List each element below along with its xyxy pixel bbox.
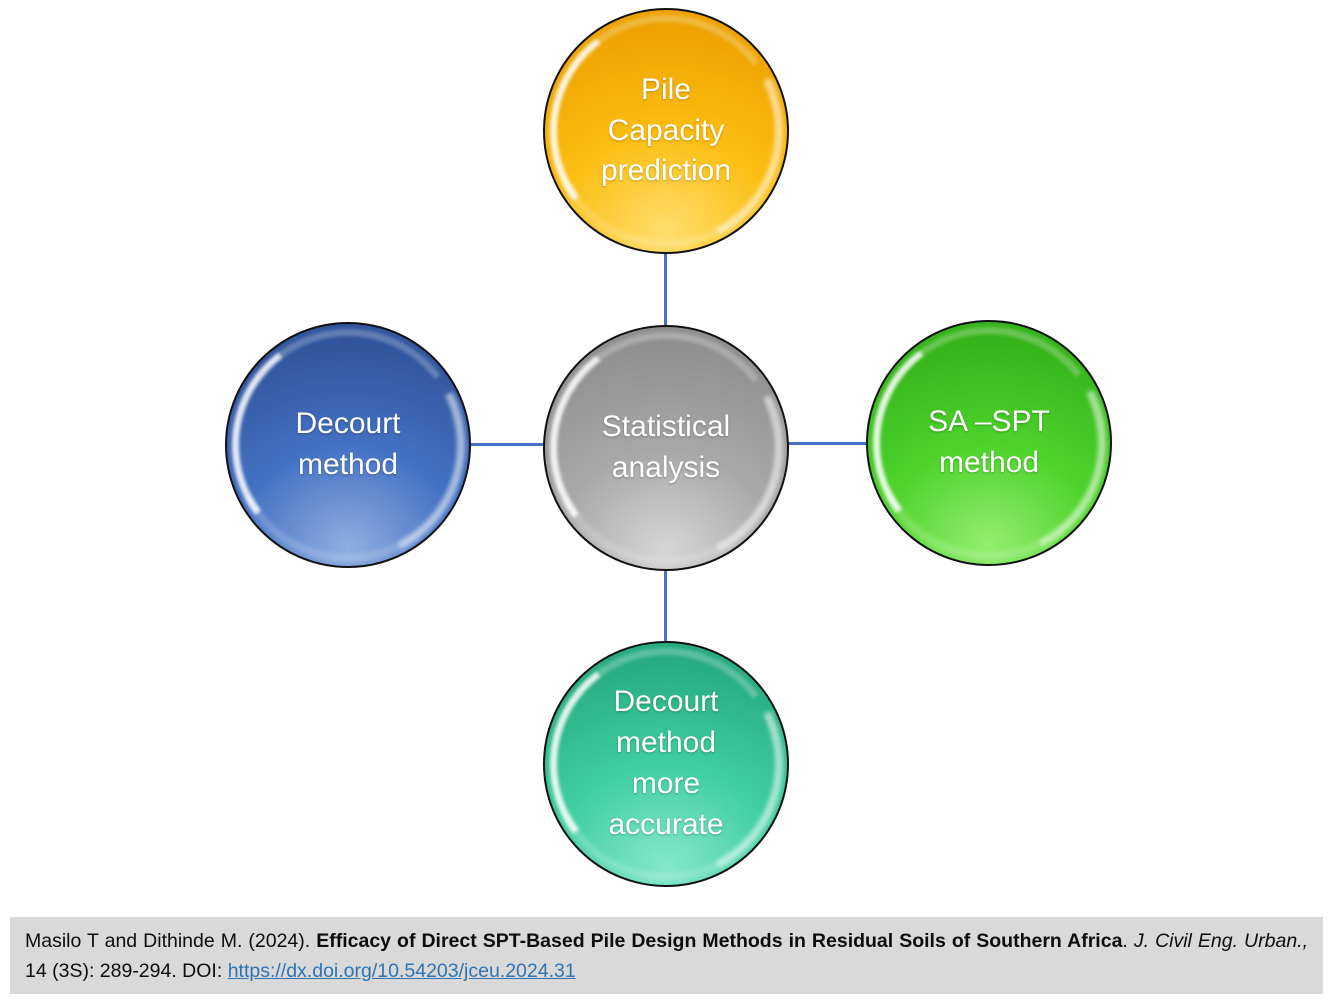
node-pile-capacity-prediction-label: Pile Capacity prediction — [600, 72, 732, 188]
connector-left-center — [467, 443, 547, 446]
node-decourt-method: Decourt method — [225, 322, 471, 568]
citation-bar: Masilo T and Dithinde M. (2024). Efficac… — [10, 917, 1323, 994]
citation-title: Efficacy of Direct SPT-Based Pile Design… — [316, 930, 1123, 952]
node-decourt-more-accurate: Decourt method more accurate — [543, 641, 789, 887]
node-statistical-analysis-label: Statistical analysis — [601, 410, 731, 484]
node-decourt-more-accurate-label: Decourt method more accurate — [608, 685, 724, 841]
citation-journal: J. Civil Eng. Urban., — [1133, 930, 1308, 952]
node-decourt-method-label: Decourt method — [295, 407, 401, 481]
node-sa-spt-method-label: SA –SPT method — [928, 405, 1050, 479]
connector-center-bottom — [664, 567, 667, 645]
node-statistical-analysis: Statistical analysis — [543, 325, 789, 571]
node-sa-spt-method: SA –SPT method — [866, 320, 1112, 566]
connector-center-right — [786, 442, 870, 445]
doi-link[interactable]: https://dx.doi.org/10.54203/jceu.2024.31 — [227, 960, 576, 983]
citation-authors: Masilo T and Dithinde M. (2024). — [25, 930, 317, 952]
node-pile-capacity-prediction: Pile Capacity prediction — [543, 8, 789, 254]
citation-text: Masilo T and Dithinde M. (2024). Efficac… — [25, 926, 1308, 986]
citation-after-title: . — [1122, 930, 1134, 952]
connector-top-center — [664, 250, 667, 329]
citation-volume-pages: 14 (3S): 289-294. DOI: — [25, 960, 228, 983]
